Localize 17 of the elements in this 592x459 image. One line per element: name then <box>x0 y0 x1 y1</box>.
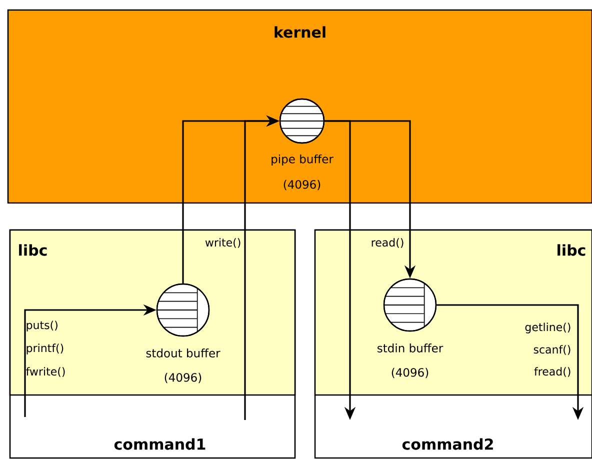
function-name: fwrite() <box>26 367 65 377</box>
buffer-label: (4096) <box>164 372 202 384</box>
buffer-label: (4096) <box>284 180 320 190</box>
buffer-label: (4096) <box>392 368 428 378</box>
function-name: fread() <box>534 367 570 377</box>
buffer-circle <box>383 278 437 332</box>
function-name: read() <box>372 238 404 248</box>
function-name: printf() <box>26 344 64 354</box>
buffer-label: stdout buffer <box>146 348 220 358</box>
buffer-label: stdin buffer <box>378 344 444 352</box>
buffer-label: pipe buffer <box>272 154 334 166</box>
buffer-circle <box>156 283 210 337</box>
function-name: write() <box>205 238 240 248</box>
function-name: getline() <box>525 322 570 334</box>
buffer-circle <box>279 98 325 144</box>
function-name: scanf() <box>534 345 570 355</box>
function-name: puts() <box>26 320 58 332</box>
